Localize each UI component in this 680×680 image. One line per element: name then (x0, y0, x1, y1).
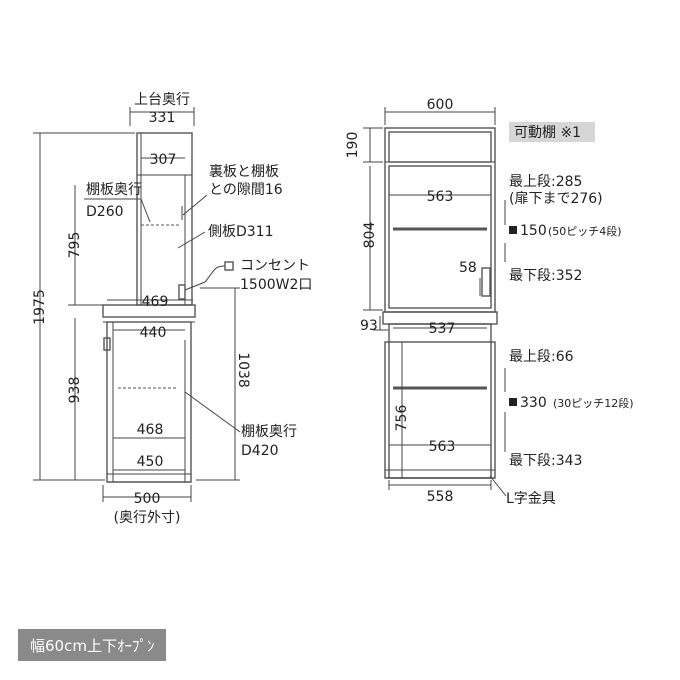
lower-shelf-value: 468 (137, 422, 164, 438)
total-height-value: 1975 (32, 289, 48, 325)
lower-top-note: 最上段:66 (509, 349, 574, 365)
shelf-depth-top-1: 棚板奥行 (86, 181, 142, 198)
movable-shelf-badge (509, 122, 595, 142)
movable-shelf-label: 可動棚 ※1 (514, 125, 581, 141)
upper-height-value: 795 (67, 232, 83, 259)
bottom-width-value: 558 (427, 489, 454, 505)
upper-pitch-note: 150 (520, 223, 547, 239)
counter-depth-value: 469 (142, 294, 169, 310)
upper-open-value: 804 (362, 222, 378, 249)
lower-pitch-bullet (509, 398, 517, 406)
lower-open-value: 756 (394, 405, 410, 432)
upper-top-note: 最上段:285 (509, 174, 582, 190)
lower-pitch-note: 330 (520, 395, 547, 411)
outer-depth-note: (奥行外寸) (114, 509, 181, 526)
counter-top (102, 304, 196, 318)
upper-bottom-note: 最下段:352 (509, 268, 582, 284)
gap-note-2: との隙間16 (209, 182, 283, 198)
outer-depth-value: 500 (134, 491, 161, 507)
caption-badge: 幅60cm上下ｵｰﾌﾟﾝ (18, 629, 167, 661)
upper-inner-value: 563 (427, 189, 454, 205)
upper-pitch-bullet (509, 226, 517, 234)
top-depth-label: 上台奥行 (134, 91, 190, 108)
shelf-notes: 可動棚 ※1 最上段:285 (扉下まで276) 150 (50ピッチ4段) 最… (509, 122, 634, 469)
shelf-depth-top-2: D260 (86, 204, 124, 220)
upper-pitch-sub-note: (50ピッチ4段) (548, 224, 622, 238)
front-outlet-icon (481, 267, 491, 297)
l-bracket-label: L字金具 (506, 491, 556, 507)
upper-cabinet-front (384, 127, 496, 313)
upper-top-sub-note: (扉下まで276) (509, 191, 603, 207)
front-view: 600 190 804 93 756 563 537 563 558 58 (345, 97, 556, 507)
lower-bottom-note: 最下段:343 (509, 453, 582, 469)
mid-inner-value: 537 (429, 321, 456, 337)
lower-shelf-depth-2: D420 (241, 443, 279, 459)
gap-value: 93 (360, 318, 378, 334)
top-depth-value: 331 (149, 110, 176, 126)
outlet-label-1: コンセント (240, 258, 310, 274)
outlet-icon (178, 284, 186, 300)
bottom-inner-value: 450 (137, 454, 164, 470)
outlet-label-2: 1500W2口 (240, 277, 312, 293)
lower-height-value: 938 (67, 377, 83, 404)
caption-text: 幅60cm上下ｵｰﾌﾟﾝ (30, 636, 155, 655)
inner-top-value: 307 (150, 152, 177, 168)
outlet-height-value: 58 (459, 260, 477, 276)
lower-inner-top-value: 440 (140, 325, 167, 341)
front-width-value: 600 (427, 97, 454, 113)
side-board-label: 側板D311 (208, 224, 274, 240)
lower-shelf-depth-1: 棚板奥行 (241, 423, 297, 440)
lower-inner-value: 563 (429, 439, 456, 455)
plug-icon (224, 261, 234, 271)
top-height-value: 190 (345, 132, 361, 159)
lower-pitch-sub-note: (30ピッチ12段) (553, 396, 634, 410)
gap-note-1: 裏板と棚板 (209, 163, 279, 180)
side-view: 上台奥行 331 307 裏板と棚板 との隙間16 棚板奥行 D260 側板D3… (32, 91, 312, 526)
lower-side-height-value: 1038 (235, 352, 251, 388)
